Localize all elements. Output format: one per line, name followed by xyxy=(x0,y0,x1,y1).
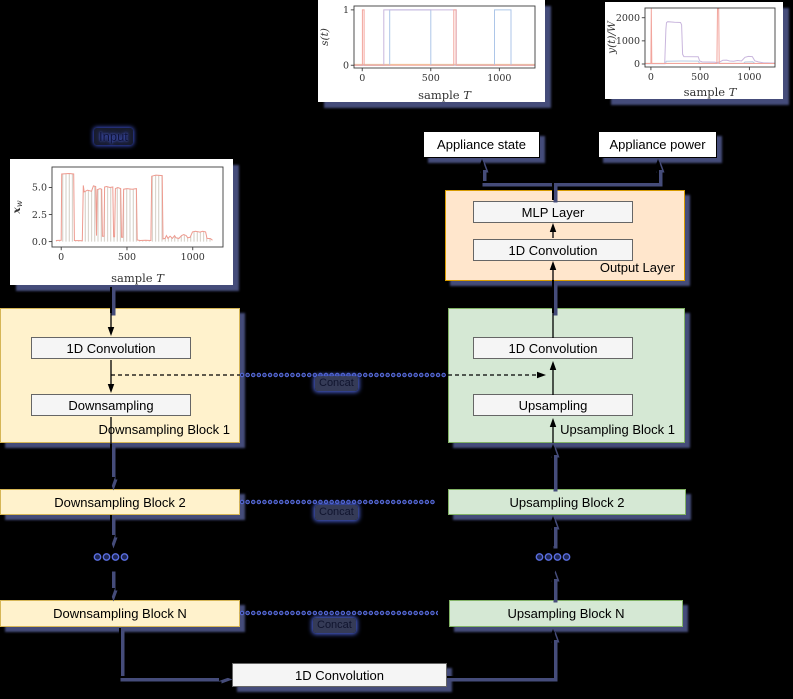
us1-upsampling-box: Upsampling xyxy=(473,394,633,416)
input-label: Input xyxy=(94,128,133,145)
upsampling-block-1-title: Upsampling Block 1 xyxy=(560,422,675,437)
ds1-downsampling-box: Downsampling xyxy=(31,394,191,416)
downsampling-block-n: Downsampling Block N xyxy=(0,600,240,627)
svg-text:500: 500 xyxy=(691,72,709,83)
svg-text:500: 500 xyxy=(118,252,136,263)
svg-text:1000: 1000 xyxy=(737,72,761,83)
svg-text:0: 0 xyxy=(58,252,64,263)
ellipsis-dots-left xyxy=(93,553,129,561)
svg-text:1000: 1000 xyxy=(616,36,640,47)
power-violet-line xyxy=(645,21,775,65)
svg-text:1000: 1000 xyxy=(487,73,511,84)
downsampling-block-1: 1D Convolution Downsampling Downsampling… xyxy=(0,308,240,443)
ds1-conv-box: 1D Convolution xyxy=(31,337,191,359)
svg-text:0: 0 xyxy=(648,72,654,83)
svg-text:0: 0 xyxy=(343,60,349,71)
svg-text:0.0: 0.0 xyxy=(32,237,47,248)
appliance-state-chart: 0 500 1000 0 1 sample T s(t) xyxy=(318,0,545,102)
upsampling-block-1: 1D Convolution Upsampling Upsampling Blo… xyxy=(448,308,685,443)
ellipsis-dots-right xyxy=(535,553,571,561)
svg-text:2.5: 2.5 xyxy=(32,210,47,221)
bottleneck-conv-box: 1D Convolution xyxy=(232,663,447,687)
state-plot: 0 500 1000 0 1 sample T s(t) xyxy=(319,5,536,102)
state-violet-line xyxy=(354,9,535,66)
svg-text:0: 0 xyxy=(634,59,640,70)
svg-text:500: 500 xyxy=(422,73,440,84)
appliance-power-chart: 0 500 1000 0 1000 2000 sample T y(t)/W xyxy=(605,2,783,99)
input-plot: 0 500 1000 0.0 2.5 5.0 sample T xw xyxy=(11,166,224,285)
svg-text:sample T: sample T xyxy=(111,271,165,285)
power-red-line xyxy=(645,8,775,64)
output-layer-title: Output Layer xyxy=(599,260,675,275)
concat-label-3: Concat xyxy=(313,618,356,633)
svg-text:s(t): s(t) xyxy=(319,28,331,46)
svg-text:y(t)/W: y(t)/W xyxy=(606,20,618,55)
appliance-state-box: Appliance state xyxy=(423,131,540,158)
svg-text:5.0: 5.0 xyxy=(32,183,47,194)
svg-text:1: 1 xyxy=(343,5,349,16)
downsampling-block-1-title: Downsampling Block 1 xyxy=(98,422,230,437)
state-blue-line xyxy=(354,9,535,66)
aggregate-signal-line xyxy=(55,172,213,242)
concat-label-2: Concat xyxy=(315,505,358,520)
svg-text:2000: 2000 xyxy=(616,13,640,24)
state-red-line xyxy=(354,9,535,66)
svg-text:sample T: sample T xyxy=(684,85,738,99)
svg-text:1000: 1000 xyxy=(181,252,205,263)
output-conv-box: 1D Convolution xyxy=(473,239,633,261)
appliance-power-box: Appliance power xyxy=(598,131,717,158)
svg-text:xw: xw xyxy=(11,200,24,214)
output-layer-block: MLP Layer 1D Convolution Output Layer xyxy=(445,190,685,281)
upsampling-block-2: Upsampling Block 2 xyxy=(448,489,686,515)
input-signal-chart: 0 500 1000 0.0 2.5 5.0 sample T xw xyxy=(10,159,233,285)
mlp-layer-box: MLP Layer xyxy=(473,201,633,223)
concat-label-1: Concat xyxy=(315,376,358,391)
upsampling-block-n: Upsampling Block N xyxy=(449,600,683,627)
us1-conv-box: 1D Convolution xyxy=(473,337,633,359)
aggregate-signal-fill xyxy=(55,173,213,242)
power-plot: 0 500 1000 0 1000 2000 sample T y(t)/W xyxy=(606,7,776,99)
downsampling-block-2: Downsampling Block 2 xyxy=(0,489,240,515)
svg-text:0: 0 xyxy=(359,73,365,84)
svg-text:sample T: sample T xyxy=(418,88,472,102)
